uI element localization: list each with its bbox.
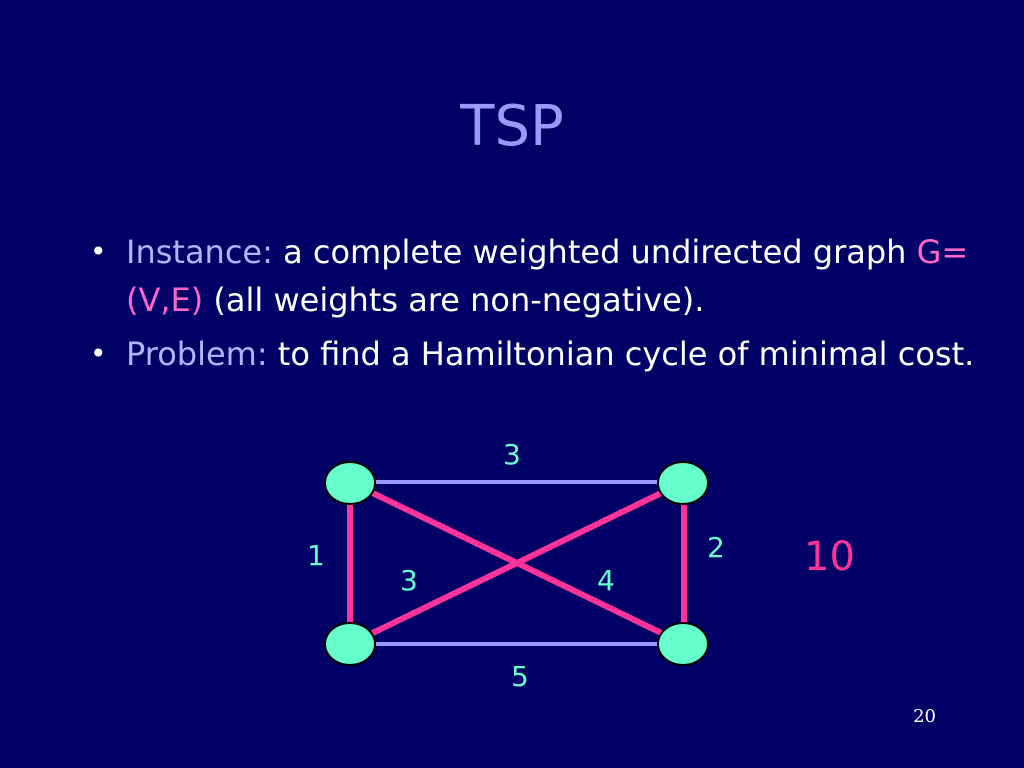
bullet-text: to find a Hamiltonian cycle of minimal c… bbox=[267, 335, 975, 373]
bullet-text: a complete weighted undirected graph bbox=[272, 233, 917, 271]
edge-label-diag-tl-br: 4 bbox=[597, 564, 615, 597]
graph-notation: G=(V,E) bbox=[126, 233, 969, 319]
edge-label-left: 1 bbox=[307, 539, 325, 572]
bullet-dot-icon: • bbox=[90, 235, 107, 268]
node-top-right bbox=[657, 461, 709, 505]
bullet-text: (all weights are non-negative). bbox=[203, 281, 705, 319]
slide-title: TSP bbox=[460, 94, 564, 159]
edge-label-diag-bl-tr: 3 bbox=[400, 564, 418, 597]
node-bottom-right bbox=[657, 622, 709, 666]
bullet-term: Instance: bbox=[126, 233, 273, 271]
bullet-instance: • Instance: a complete weighted undirect… bbox=[86, 228, 986, 324]
bullet-term: Problem: bbox=[126, 335, 268, 373]
edge-label-right: 2 bbox=[707, 531, 725, 564]
node-top-left bbox=[324, 461, 376, 505]
edge-label-bottom: 5 bbox=[511, 660, 529, 693]
bullet-list: • Instance: a complete weighted undirect… bbox=[86, 228, 986, 384]
bullet-dot-icon: • bbox=[90, 337, 107, 370]
total-cost: 10 bbox=[804, 534, 855, 580]
bullet-problem: • Problem: to find a Hamiltonian cycle o… bbox=[86, 330, 986, 378]
edge-label-top: 3 bbox=[503, 438, 521, 471]
node-bottom-left bbox=[324, 622, 376, 666]
page-number: 20 bbox=[913, 706, 936, 727]
edge-diag-bl-tr bbox=[348, 479, 686, 647]
